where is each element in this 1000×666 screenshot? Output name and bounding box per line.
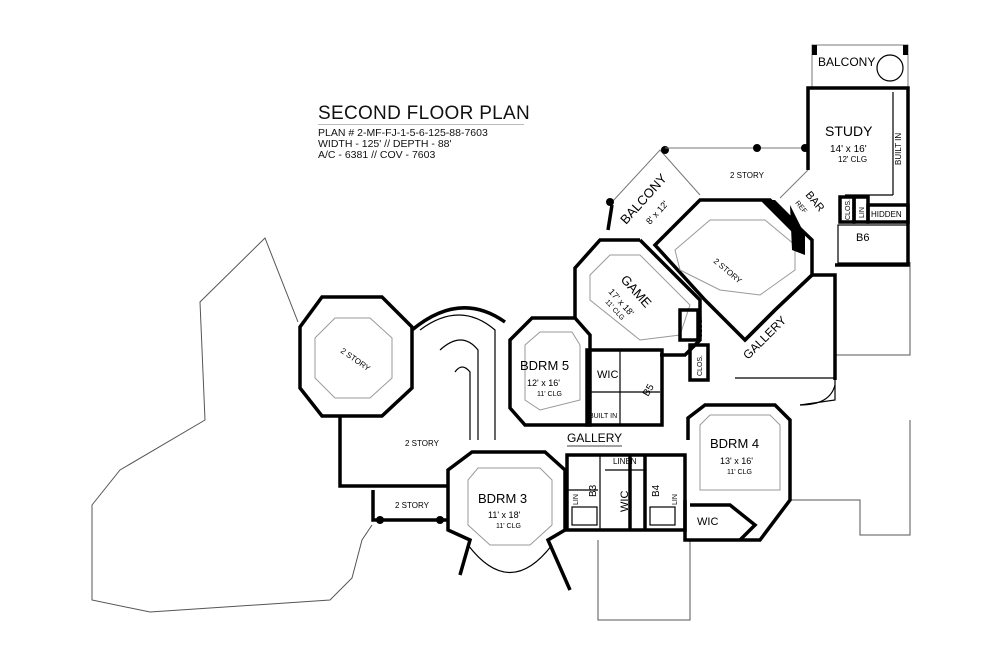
- room-labels: BALCONY STUDY 14' x 16' 12' CLG BUILT IN…: [339, 55, 903, 530]
- column: [436, 516, 444, 524]
- plan-number: PLAN # 2-MF-FJ-1-5-6-125-88-7603: [318, 127, 488, 139]
- label-b4: B4: [651, 484, 662, 497]
- label-bdrm5: BDRM 5: [520, 358, 569, 373]
- plan-title: SECOND FLOOR PLAN: [318, 103, 531, 124]
- column: [376, 516, 384, 524]
- label-b6: B6: [856, 232, 869, 244]
- label-built-in-study: BUILT IN: [894, 133, 903, 165]
- label-bdrm5-size: 12' x 16': [527, 378, 560, 388]
- spiral-stair: [410, 306, 507, 440]
- label-lin4: LIN: [672, 494, 679, 505]
- wall-small-two-story: [371, 490, 448, 522]
- label-two-story-top: 2 STORY: [730, 171, 765, 180]
- label-gallery-main: GALLERY: [567, 431, 622, 445]
- label-study: STUDY: [825, 123, 873, 139]
- label-clos-study: CLOS.: [845, 199, 852, 220]
- label-two-story-center: 2 STORY: [712, 257, 744, 286]
- label-two-story-left: 2 STORY: [405, 439, 440, 448]
- plan-dimensions: WIDTH - 125' // DEPTH - 88': [318, 138, 452, 150]
- octagon-two-story: [298, 295, 414, 418]
- bdrm4-walls: [683, 403, 792, 542]
- study-walls: [790, 44, 910, 267]
- label-hidden: HIDDEN: [871, 210, 902, 219]
- label-study-clg: 12' CLG: [838, 155, 867, 164]
- label-wic4: WIC: [697, 516, 718, 528]
- bdrm5-walls: [508, 316, 664, 427]
- label-built-in-5: BUILT IN: [589, 413, 617, 420]
- label-bdrm4: BDRM 4: [710, 436, 759, 451]
- label-bdrm3-size: 11' x 18': [488, 510, 521, 520]
- label-two-story-small: 2 STORY: [395, 501, 430, 510]
- label-study-size: 14' x 16': [830, 144, 867, 155]
- bdrm3-walls: [446, 450, 572, 591]
- label-balcony-top: BALCONY: [818, 55, 875, 69]
- label-bdrm4-size: 13' x 16': [720, 456, 753, 466]
- label-bdrm4-clg: 11' CLG: [727, 469, 752, 476]
- balcony-mid: [606, 146, 701, 231]
- label-b3: B3: [588, 484, 599, 497]
- bath-block: [565, 453, 687, 532]
- label-clos-game-1: CLOS.: [697, 317, 704, 338]
- gallery-stair: [735, 273, 837, 406]
- label-b5: B5: [641, 382, 657, 398]
- label-ref: REF: [793, 200, 807, 215]
- plan-area: A/C - 6381 // COV - 7603: [318, 149, 436, 161]
- label-wic5: WIC: [597, 369, 618, 381]
- label-linen: LINEN: [613, 457, 637, 466]
- label-two-story-octagon: 2 STORY: [339, 346, 373, 373]
- label-lin-study: LIN: [859, 207, 866, 218]
- title-underline: [318, 124, 524, 125]
- label-bdrm5-clg: 11' CLG: [537, 391, 562, 398]
- wall-left-lower: [338, 416, 448, 488]
- lower-floor-outline: [91, 237, 911, 621]
- label-wic-mid: WIC: [619, 491, 631, 512]
- game-walls: [573, 238, 710, 382]
- label-bdrm3: BDRM 3: [478, 491, 527, 506]
- label-lin3: LIN: [573, 494, 580, 505]
- label-bdrm3-clg: 11' CLG: [496, 523, 521, 530]
- label-clos-game-2: CLOS.: [697, 355, 704, 376]
